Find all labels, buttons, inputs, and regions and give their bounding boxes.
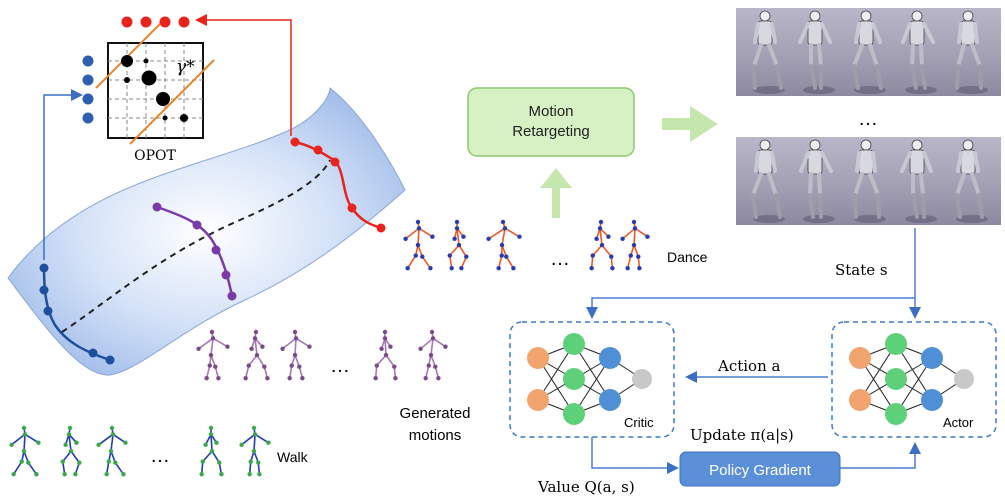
network-node xyxy=(599,347,621,369)
skeleton-figure xyxy=(199,425,224,477)
opot-label: OPOT xyxy=(134,148,176,164)
network-node xyxy=(954,369,974,389)
humanoid-robot xyxy=(752,10,785,94)
svg-text:Retargeting: Retargeting xyxy=(512,123,590,140)
network-node xyxy=(563,333,585,355)
skeleton-figure xyxy=(418,329,448,381)
update-label: Update π(a|s) xyxy=(690,426,794,444)
purple-point xyxy=(152,202,162,212)
humanoid-robot xyxy=(901,10,937,94)
network-node xyxy=(849,389,871,411)
purple-point xyxy=(227,291,237,301)
skeleton-figure xyxy=(620,219,650,271)
rl-loop-lines xyxy=(586,228,921,474)
right-arrow-green xyxy=(662,106,718,142)
dance-label: Dance xyxy=(667,249,708,265)
up-arrow-green xyxy=(540,168,572,218)
blue-to-opot-arrow xyxy=(43,89,83,260)
network-node xyxy=(921,347,943,369)
actor-network: Actor xyxy=(831,321,997,438)
network-node xyxy=(849,347,871,369)
walk-skeletons xyxy=(9,425,271,477)
robots-ellipsis: … xyxy=(858,108,878,130)
motion-retargeting-box: Motion Retargeting xyxy=(467,87,635,157)
walk-label: Walk xyxy=(277,449,309,465)
humanoid-robot xyxy=(799,139,835,223)
purple-trajectory xyxy=(152,202,237,301)
action-label: Action a xyxy=(717,357,781,375)
network-node xyxy=(599,389,621,411)
skeleton-figure xyxy=(60,425,82,477)
network-node xyxy=(921,389,943,411)
dance-skeletons xyxy=(403,219,650,271)
humanoid-robot xyxy=(955,139,988,223)
red-point xyxy=(290,137,300,147)
red-point xyxy=(313,145,323,155)
red-to-opot-arrow xyxy=(195,14,292,136)
robot-panel-bottom xyxy=(736,137,1001,225)
svg-text:Policy Gradient: Policy Gradient xyxy=(709,462,812,479)
network-node xyxy=(885,333,907,355)
network-node xyxy=(885,403,907,425)
actor-label: Actor xyxy=(943,415,974,430)
humanoid-robot xyxy=(955,10,988,94)
generated-skeletons xyxy=(196,329,448,381)
skeleton-figure xyxy=(280,329,312,381)
red-trajectory xyxy=(290,137,386,233)
dance-ellipsis: … xyxy=(550,248,570,270)
geodesic-dashed-path xyxy=(61,159,331,333)
purple-point xyxy=(211,245,221,255)
red-point xyxy=(376,223,386,233)
network-node xyxy=(527,347,549,369)
humanoid-robot xyxy=(798,10,835,94)
network-node xyxy=(563,368,585,390)
opot-matrix: γ* OPOT xyxy=(82,16,215,164)
policy-gradient-box: Policy Gradient xyxy=(679,451,841,487)
network-node xyxy=(527,389,549,411)
humanoid-robot xyxy=(751,139,785,223)
robot-panel-top xyxy=(736,8,1001,96)
humanoid-robot xyxy=(852,10,886,94)
blue-point xyxy=(39,263,49,273)
purple-point xyxy=(192,220,202,230)
skeleton-figure xyxy=(243,329,270,381)
skeleton-figure xyxy=(447,219,469,271)
generated-label-line1: Generated xyxy=(400,405,471,422)
blue-point xyxy=(105,355,115,365)
critic-network: Critic xyxy=(509,321,675,438)
skeleton-figure xyxy=(373,329,398,381)
gamma-label: γ* xyxy=(176,57,195,77)
network-node xyxy=(632,369,652,389)
blue-point xyxy=(39,285,49,295)
generated-ellipsis: … xyxy=(330,355,350,377)
skeleton-figure xyxy=(239,425,271,477)
red-point xyxy=(347,203,357,213)
critic-label: Critic xyxy=(624,415,654,430)
humanoid-robot xyxy=(900,139,937,223)
generated-label-line2: motions xyxy=(409,427,462,444)
blue-trajectory xyxy=(39,263,115,365)
skeleton-figure xyxy=(96,425,128,477)
state-label: State s xyxy=(835,261,888,279)
blue-point xyxy=(88,348,98,358)
purple-point xyxy=(221,270,231,280)
humanoid-robot xyxy=(853,139,886,223)
skeleton-figure xyxy=(403,219,435,271)
red-point xyxy=(330,157,340,167)
walk-ellipsis: … xyxy=(150,445,170,467)
skeleton-figure xyxy=(9,425,41,477)
network-node xyxy=(885,368,907,390)
skeleton-figure xyxy=(589,219,615,271)
svg-text:Motion: Motion xyxy=(528,103,573,120)
network-node xyxy=(563,403,585,425)
skeleton-figure xyxy=(486,219,522,271)
value-label: Value Q(a, s) xyxy=(537,478,635,496)
blue-point xyxy=(43,306,53,316)
skeleton-figure xyxy=(196,329,230,381)
